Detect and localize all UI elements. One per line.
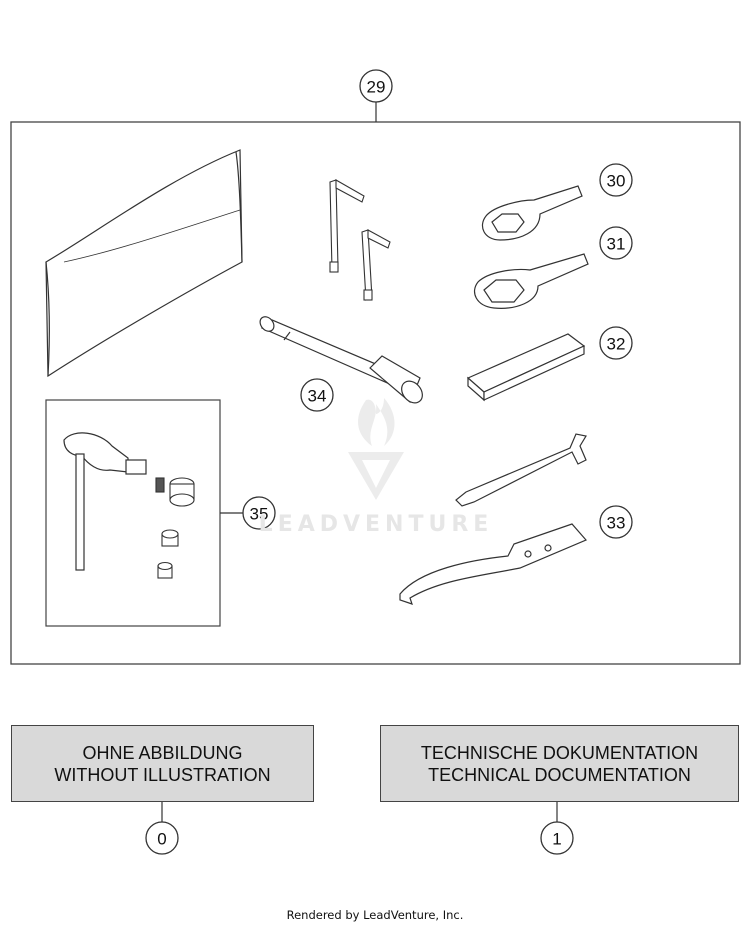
callout-30: 30 xyxy=(607,172,626,191)
extension-tube xyxy=(466,333,586,402)
tool-bag xyxy=(45,149,243,378)
callout-31: 31 xyxy=(607,235,626,254)
socket-bits xyxy=(155,477,195,579)
callout-30-circle xyxy=(599,163,633,197)
callout-1: 1 xyxy=(552,830,561,849)
callout-32: 32 xyxy=(607,335,626,354)
callout-34: 34 xyxy=(308,387,327,406)
t-handle-wrench xyxy=(63,432,147,571)
callout-33-circle xyxy=(599,505,633,539)
callout-29: 29 xyxy=(367,78,386,97)
callout-35-circle xyxy=(242,496,276,530)
hook-spanner xyxy=(399,523,587,605)
without-illustration-line1: OHNE ABBILDUNG xyxy=(82,742,243,763)
without-illustration-box: OHNE ABBILDUNG WITHOUT ILLUSTRATION xyxy=(11,725,314,802)
callout-29-circle xyxy=(359,69,393,103)
leader-lines xyxy=(161,101,558,822)
tool-kit-frame xyxy=(10,121,741,665)
ring-spanner-30 xyxy=(481,185,583,241)
callout-0-circle xyxy=(145,821,179,855)
render-credit: Rendered by LeadVenture, Inc. xyxy=(286,908,464,922)
technical-documentation-line2: TECHNICAL DOCUMENTATION xyxy=(428,764,691,785)
callout-34-circle xyxy=(300,378,334,412)
callout-0: 0 xyxy=(157,830,166,849)
watermark-text: LEADVENTURE xyxy=(258,512,494,537)
callout-32-circle xyxy=(599,326,633,360)
callout-35: 35 xyxy=(250,505,269,524)
allen-keys xyxy=(329,179,391,301)
callout-33: 33 xyxy=(607,514,626,533)
callout-1-circle xyxy=(540,821,574,855)
spark-plug-wrench xyxy=(259,316,423,404)
technical-documentation-box: TECHNISCHE DOKUMENTATION TECHNICAL DOCUM… xyxy=(380,725,739,802)
without-illustration-line2: WITHOUT ILLUSTRATION xyxy=(54,764,271,785)
callout-31-circle xyxy=(599,226,633,260)
open-end-spanner xyxy=(455,433,587,507)
ring-spanner-31 xyxy=(473,253,589,309)
technical-documentation-line1: TECHNISCHE DOKUMENTATION xyxy=(420,742,699,763)
watermark-logo xyxy=(348,398,404,500)
